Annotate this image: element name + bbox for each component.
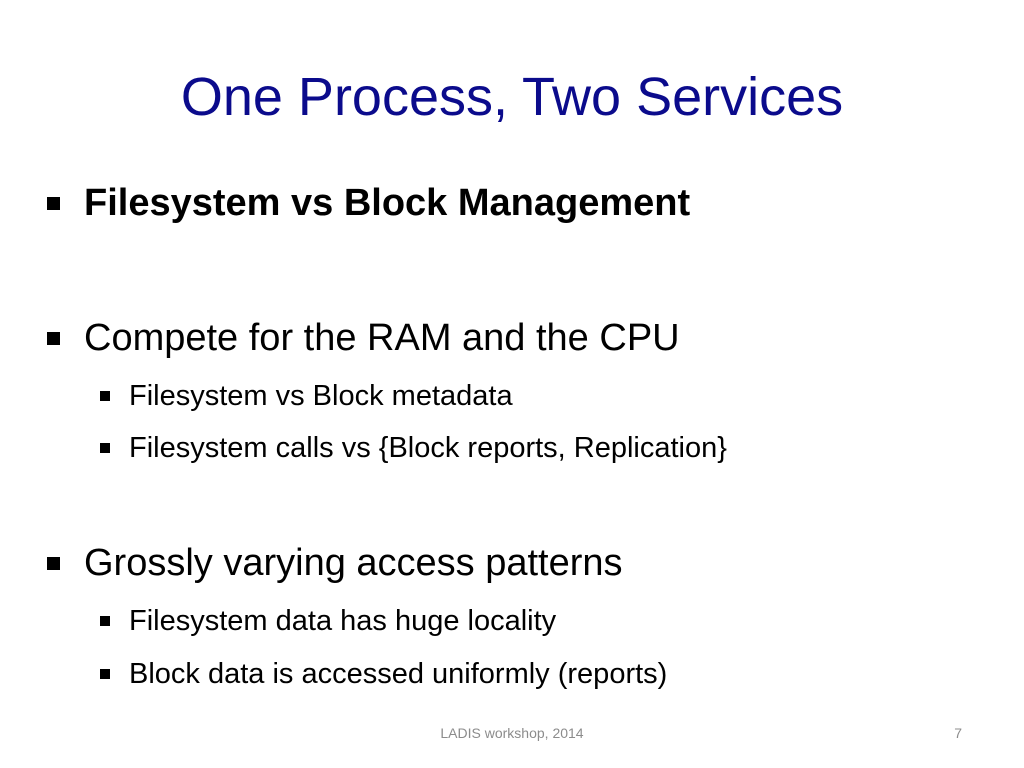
- sub-bullet-metadata: Filesystem vs Block metadata: [100, 378, 513, 414]
- square-bullet-icon: [47, 197, 60, 210]
- slide-title: One Process, Two Services: [180, 67, 844, 127]
- bullet-compete-for-resources: Compete for the RAM and the CPU: [47, 315, 680, 361]
- page-number: 7: [954, 725, 962, 741]
- sub-bullet-calls: Filesystem calls vs {Block reports, Repl…: [100, 430, 727, 466]
- square-bullet-icon: [100, 391, 110, 401]
- sub-bullet-text: Filesystem data has huge locality: [129, 605, 557, 637]
- bullet-filesystem-vs-block: Filesystem vs Block Management: [47, 180, 691, 226]
- bullet-text: Filesystem vs Block Management: [84, 182, 691, 224]
- bullet-text: Compete for the RAM and the CPU: [84, 317, 680, 359]
- square-bullet-icon: [100, 443, 110, 453]
- sub-bullet-text: Block data is accessed uniformly (report…: [129, 658, 668, 690]
- square-bullet-icon: [100, 616, 110, 626]
- sub-bullet-text: Filesystem vs Block metadata: [129, 380, 513, 412]
- sub-bullet-locality: Filesystem data has huge locality: [100, 603, 557, 639]
- sub-bullet-text: Filesystem calls vs {Block reports, Repl…: [129, 432, 727, 464]
- bullet-text: Grossly varying access patterns: [84, 542, 623, 584]
- square-bullet-icon: [100, 669, 110, 679]
- bullet-access-patterns: Grossly varying access patterns: [47, 540, 623, 586]
- square-bullet-icon: [47, 557, 60, 570]
- square-bullet-icon: [47, 332, 60, 345]
- sub-bullet-uniform-access: Block data is accessed uniformly (report…: [100, 656, 668, 692]
- slide-footer: LADIS workshop, 2014: [440, 725, 584, 741]
